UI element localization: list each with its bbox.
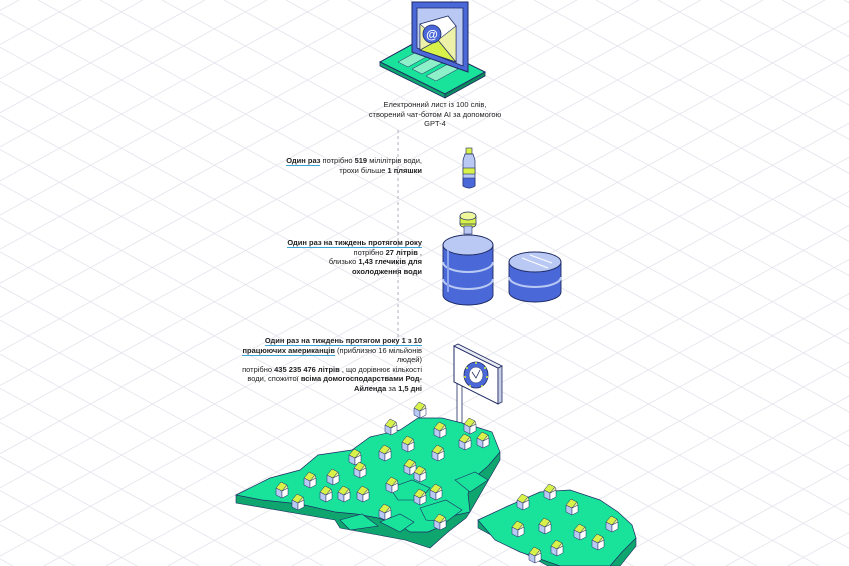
step-weekly-text: Один раз на тиждень протягом року потріб… (250, 238, 422, 276)
step-once-line-1: Один раз потрібно 519 мілілітрів води, (250, 156, 422, 166)
house-icon (550, 539, 564, 557)
step-weekly-line-1: Один раз на тиждень протягом року (250, 238, 422, 248)
house-icon (401, 435, 415, 453)
house-icon (303, 471, 317, 489)
water-jug-icon (442, 211, 494, 306)
step-once-lead: Один раз (286, 156, 321, 166)
rhode-island-sign-icon (453, 343, 503, 429)
house-icon (476, 431, 490, 449)
step-workers-line-4: потрібно 435 235 476 літрів , що дорівню… (230, 365, 422, 375)
caption-line-3: GPT-4 (424, 119, 446, 128)
house-icon (291, 493, 305, 511)
step-once-text: Один раз потрібно 519 мілілітрів води, т… (250, 156, 422, 175)
step-once-bottle: 1 пляшки (387, 165, 422, 175)
house-icon (385, 476, 399, 494)
houses-group (275, 401, 619, 564)
step-workers-line-3: людей) (396, 355, 422, 364)
at-sign-icon: @ (422, 24, 442, 44)
house-icon (433, 513, 447, 531)
house-icon (413, 488, 427, 506)
step-workers-line-5: води, спожитої всіма домогосподарствами … (230, 374, 422, 384)
step-once-amount: 519 (354, 156, 368, 165)
house-icon (565, 498, 579, 516)
step-once-t1: потрібно (320, 156, 355, 165)
step-workers-approx: (приблизно 16 мільйонів (334, 345, 422, 355)
house-icon (538, 517, 552, 535)
step-workers-text: Один раз на тиждень протягом року 1 з 10… (230, 336, 422, 393)
house-icon (337, 485, 351, 503)
house-icon (511, 520, 525, 538)
step-workers-liters: 435 235 476 літрів (274, 364, 340, 374)
house-icon (378, 503, 392, 521)
house-icon (543, 483, 557, 501)
house-icon (353, 461, 367, 479)
house-icon (356, 485, 370, 503)
step-workers-lead: Один раз на тиждень протягом року 1 з 10 (264, 336, 422, 346)
step-workers-days: 1,5 дні (398, 383, 422, 393)
svg-text:@: @ (426, 28, 438, 42)
step-weekly-line-2: потрібно 27 літрів , (250, 248, 422, 258)
house-icon (463, 417, 477, 435)
step-workers-line-6: Айленда за 1,5 дні (230, 384, 422, 394)
step-weekly-lead: Один раз на тиждень протягом року (287, 238, 422, 248)
step-workers-l5a: води, спожитої (247, 374, 301, 383)
house-icon (275, 481, 289, 499)
step-workers-americans: працюючих американців (242, 345, 335, 356)
step-weekly-t1: потрібно (353, 247, 386, 257)
house-icon (573, 523, 587, 541)
step-workers-l4c: , що дорівнює кількості (339, 364, 422, 374)
step-once-t2: мілілітрів води, (367, 156, 422, 165)
house-icon (378, 444, 392, 462)
step-weekly-t4: охолодження води (352, 266, 422, 276)
step-weekly-line-3: близько 1,43 глечиків для (250, 257, 422, 267)
step-workers-l4a: потрібно (242, 364, 275, 374)
house-icon (591, 533, 605, 551)
water-jug-partial-icon (508, 251, 562, 303)
caption-line-2: створений чат-ботом AI за допомогою (368, 109, 502, 119)
step-workers-line-2: працюючих американців (приблизно 16 міль… (230, 345, 422, 356)
house-icon (605, 515, 619, 533)
house-icon (413, 465, 427, 483)
step-weekly-t3: близько (328, 257, 359, 266)
step-weekly-line-4: охолодження води (250, 267, 422, 277)
step-workers-island: Айленда (354, 383, 387, 393)
step-once-line-2: трохи більше 1 пляшки (250, 166, 422, 176)
laptop-email-icon: @ (378, 1, 487, 99)
step-once-t3: трохи більше (339, 165, 388, 175)
house-icon (413, 401, 427, 419)
email-caption: Електронний лист із 100 слів, створений … (360, 100, 510, 129)
house-icon (516, 493, 530, 511)
house-icon (319, 485, 333, 503)
house-icon (429, 483, 443, 501)
house-icon (433, 421, 447, 439)
step-weekly-jugs: 1,43 глечиків для (358, 257, 422, 266)
step-workers-l6b: за (386, 383, 399, 393)
step-weekly-amount: 27 літрів (385, 247, 418, 257)
house-icon (458, 433, 472, 451)
house-icon (326, 468, 340, 486)
land-islands (339, 471, 489, 533)
water-bottle-icon (462, 147, 476, 189)
house-icon (384, 418, 398, 436)
step-workers-households: всіма домогосподарствами Род- (300, 374, 422, 383)
house-icon (431, 444, 445, 462)
caption-line-1: Електронний лист із 100 слів, (383, 100, 487, 109)
house-icon (528, 546, 542, 564)
step-weekly-t2: , (417, 247, 422, 257)
step-workers-line-1: Один раз на тиждень протягом року 1 з 10 (230, 336, 422, 346)
